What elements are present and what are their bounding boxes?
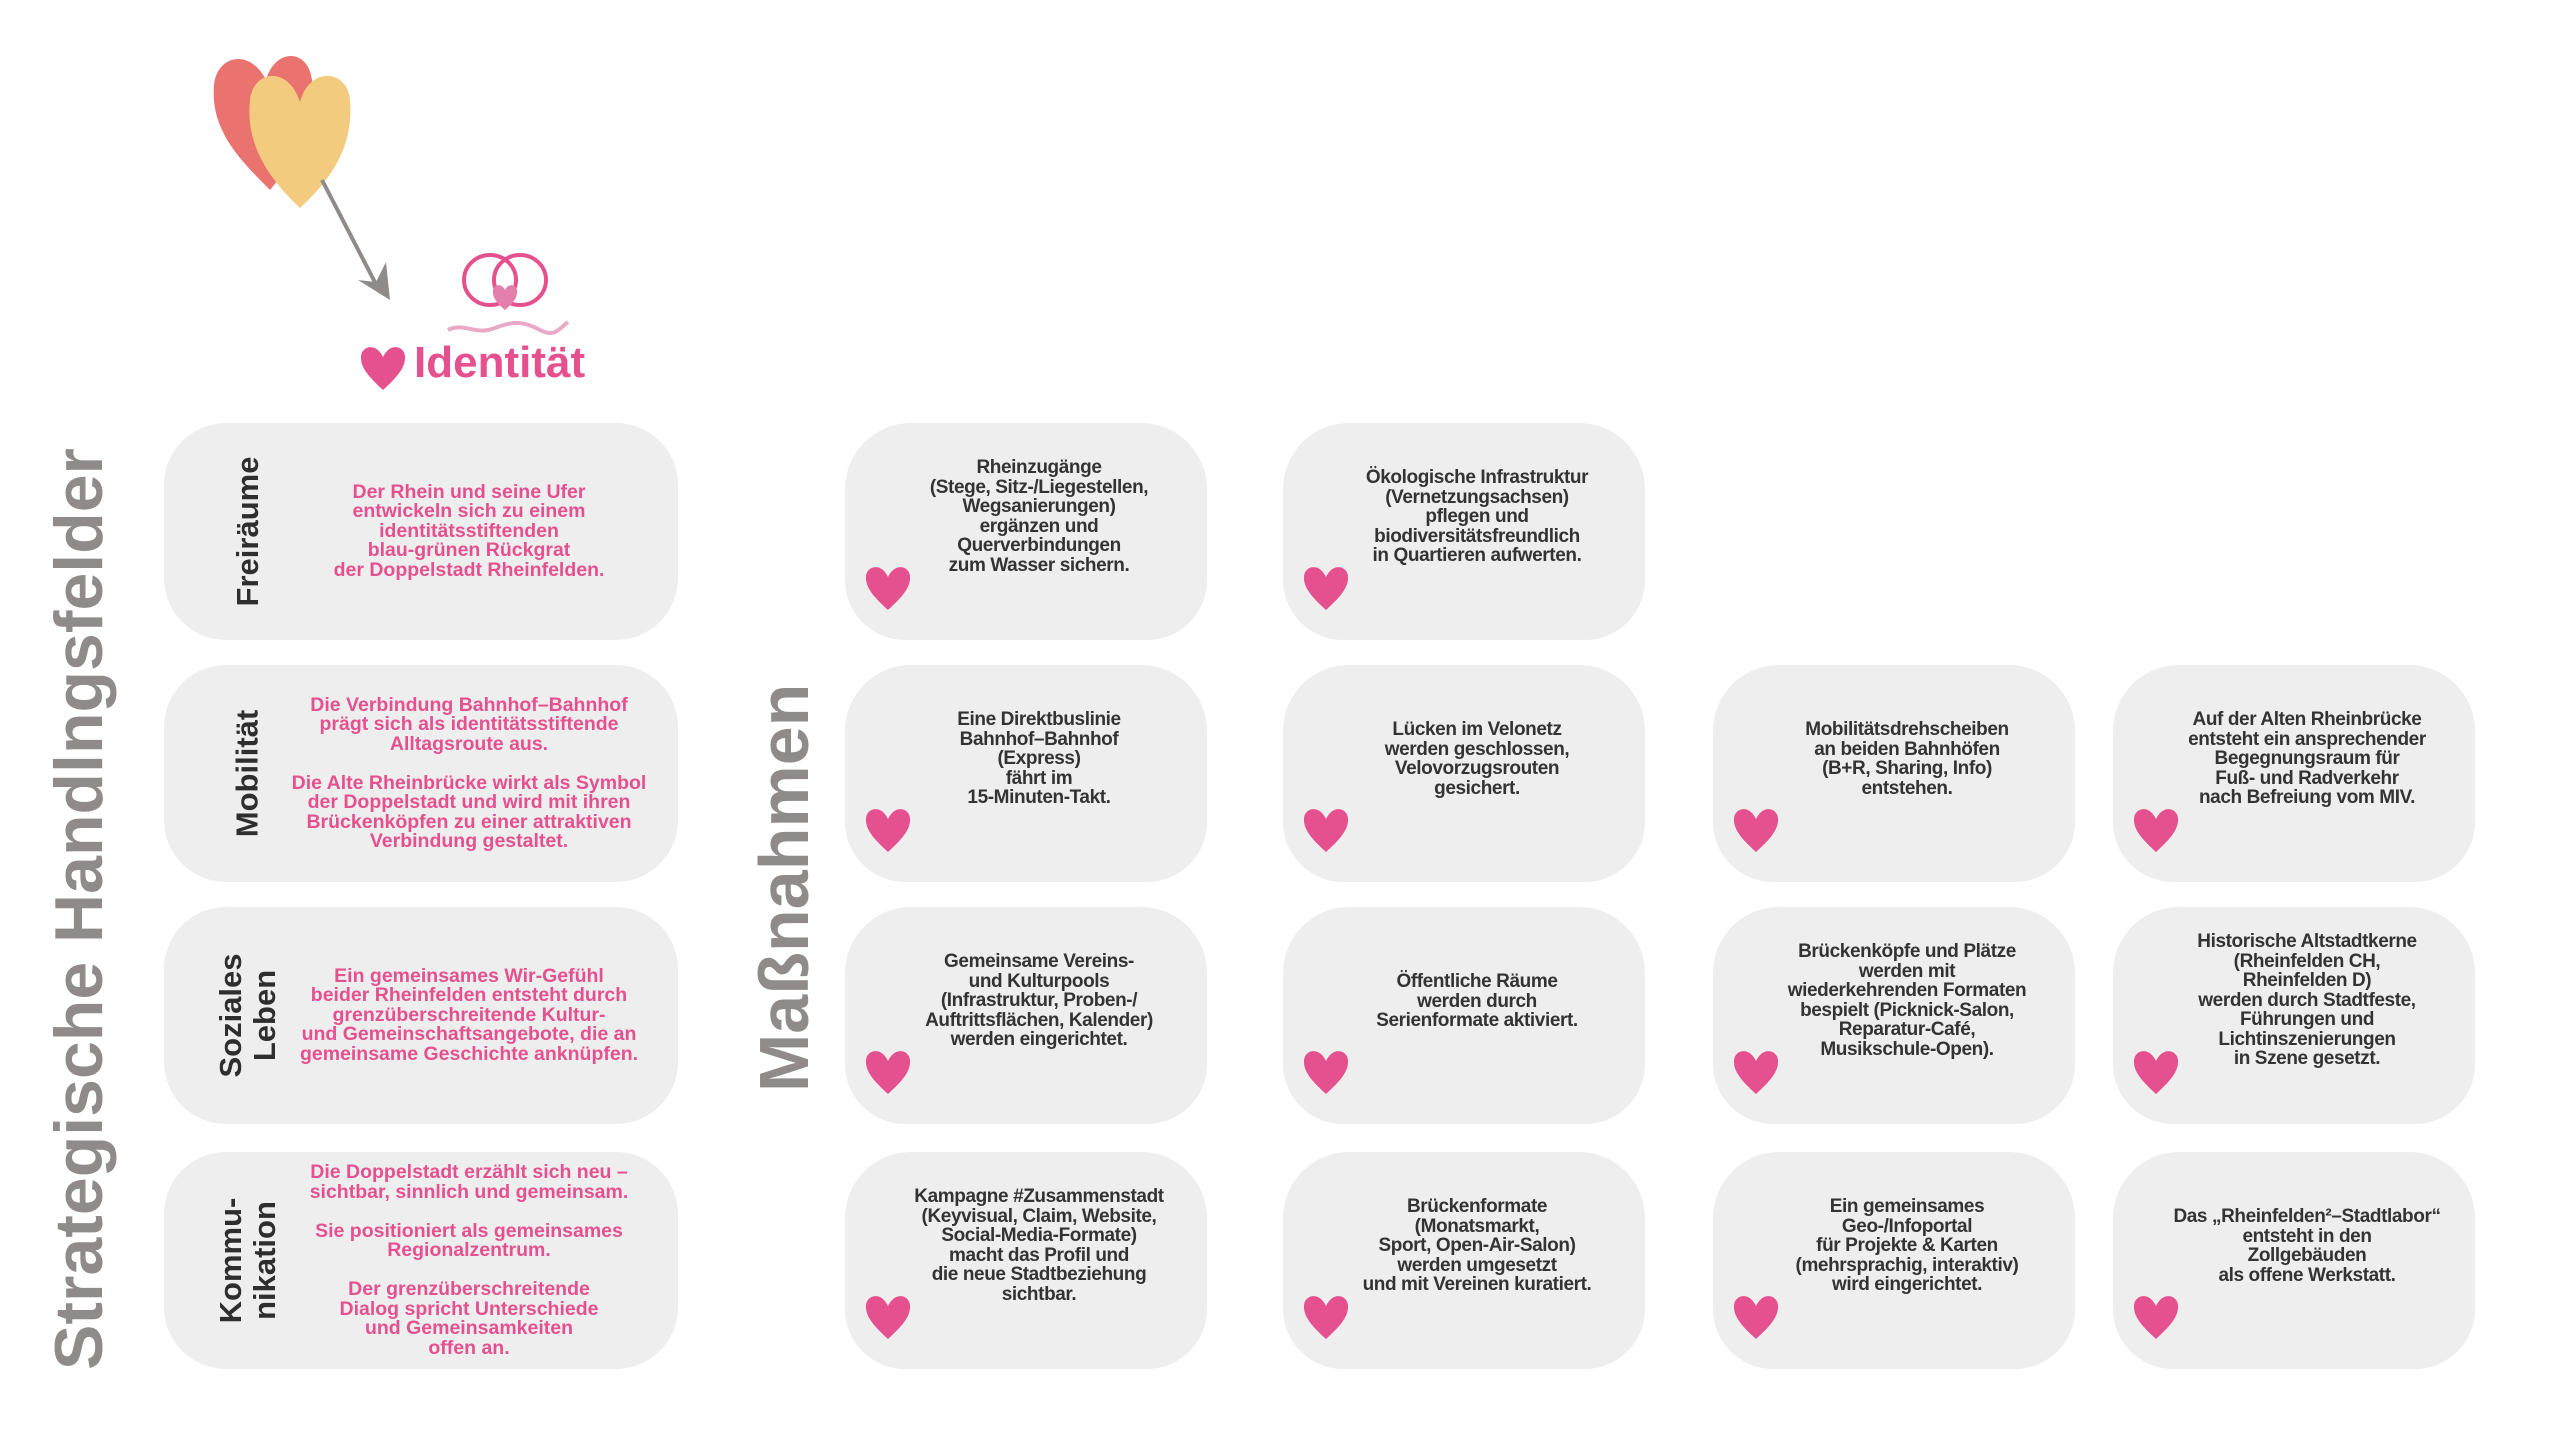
measure-text: Ökologische Infrastruktur (Vernetzungsac… [1365, 467, 1589, 566]
heart-icon [1303, 1051, 1349, 1094]
field-kommunikation: Kommu- nikation Die Doppelstadt erzählt … [164, 1152, 678, 1369]
measure-card: Gemeinsame Vereins- und Kulturpools (Inf… [845, 907, 1207, 1124]
measure-card: Eine Direktbuslinie Bahnhof–Bahnhof (Exp… [845, 665, 1207, 882]
measure-text: Lücken im Velonetz werden geschlossen, V… [1384, 719, 1570, 799]
measure-card: Kampagne #Zusammenstadt (Keyvisual, Clai… [845, 1152, 1207, 1369]
measure-card: Brückenköpfe und Plätze werden mit wiede… [1713, 907, 2075, 1124]
rings-logo-icon [447, 253, 570, 335]
measure-card: Auf der Alten Rheinbrücke entsteht ein a… [2113, 665, 2475, 882]
heart-icon [865, 1296, 911, 1339]
measure-text: Öffentliche Räume werden durch Serienfor… [1376, 971, 1578, 1031]
field-soziales-leben: Soziales Leben Ein gemeinsames Wir-Gefüh… [164, 907, 678, 1124]
measure-text: Eine Direktbuslinie Bahnhof–Bahnhof (Exp… [957, 709, 1121, 808]
heart-icon [865, 809, 911, 852]
measures-title: Maßnahmen [745, 683, 823, 1092]
heart-icon [1303, 809, 1349, 852]
heart-icon [865, 567, 911, 610]
measure-text: Gemeinsame Vereins- und Kulturpools (Inf… [925, 951, 1153, 1050]
strategic-fields-title: Strategische Handlngsfelder [41, 447, 117, 1370]
heart-icon [1303, 1296, 1349, 1339]
measure-text: Kampagne #Zusammenstadt (Keyvisual, Clai… [914, 1186, 1164, 1305]
measure-card: Ökologische Infrastruktur (Vernetzungsac… [1283, 423, 1645, 640]
field-label: Soziales Leben [213, 953, 282, 1078]
heart-icon [1303, 567, 1349, 610]
heart-icon [2133, 809, 2179, 852]
heart-icon [2133, 1051, 2179, 1094]
identity-heart-icon [360, 347, 406, 390]
heart-icon [1733, 1051, 1779, 1094]
measure-card: Öffentliche Räume werden durch Serienfor… [1283, 907, 1645, 1124]
measure-text: Brückenköpfe und Plätze werden mit wiede… [1787, 941, 2027, 1060]
field-goal-text: Ein gemeinsames Wir-Gefühl beider Rheinf… [299, 964, 639, 1065]
measure-card: Rheinzugänge (Stege, Sitz-/Liegestellen,… [845, 423, 1207, 640]
field-label: Freiräume [230, 456, 265, 607]
measure-text: Das „Rheinfelden²–Stadtlabor“ entsteht i… [2173, 1206, 2441, 1286]
field-freiraeume: Freiräume Der Rhein und seine Ufer entwi… [164, 423, 678, 640]
heart-icon [2133, 1296, 2179, 1339]
measure-card: Lücken im Velonetz werden geschlossen, V… [1283, 665, 1645, 882]
measure-text: Historische Altstadtkerne (Rheinfelden C… [2197, 931, 2417, 1069]
identity-label: Identität [414, 338, 586, 387]
field-goal-text: Die Verbindung Bahnhof–Bahnhof prägt sic… [291, 693, 647, 852]
measure-text: Mobilitätsdrehscheiben an beiden Bahnhöf… [1805, 719, 2009, 799]
measure-text: Auf der Alten Rheinbrücke entsteht ein a… [2188, 709, 2426, 808]
field-label: Kommu- nikation [213, 1197, 282, 1324]
measure-card: Historische Altstadtkerne (Rheinfelden C… [2113, 907, 2475, 1124]
field-mobilitaet: Mobilität Die Verbindung Bahnhof–Bahnhof… [164, 665, 678, 882]
field-goal-text: Die Doppelstadt erzählt sich neu – sicht… [309, 1161, 629, 1359]
heart-icon [1733, 1296, 1779, 1339]
heart-icon [1733, 809, 1779, 852]
field-goal-text: Der Rhein und seine Ufer entwickeln sich… [333, 480, 605, 581]
measure-text: Brückenformate (Monatsmarkt, Sport, Open… [1362, 1196, 1592, 1295]
measure-card: Mobilitätsdrehscheiben an beiden Bahnhöf… [1713, 665, 2075, 882]
heart-icon [865, 1051, 911, 1094]
field-label: Mobilität [230, 709, 266, 838]
measure-card: Ein gemeinsames Geo-/Infoportal für Proj… [1713, 1152, 2075, 1369]
measure-text: Ein gemeinsames Geo-/Infoportal für Proj… [1795, 1196, 2019, 1295]
measure-card: Brückenformate (Monatsmarkt, Sport, Open… [1283, 1152, 1645, 1369]
measure-card: Das „Rheinfelden²–Stadtlabor“ entsteht i… [2113, 1152, 2475, 1369]
measure-text: Rheinzugänge (Stege, Sitz-/Liegestellen,… [929, 457, 1149, 576]
balloon-hearts-icon [213, 56, 390, 300]
